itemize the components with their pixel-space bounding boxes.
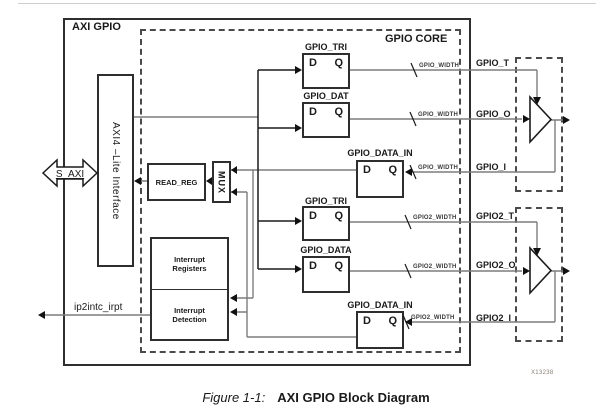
read-reg-block: READ_REG — [147, 163, 206, 201]
ff-q-label: Q — [334, 57, 343, 69]
iobuf-box-2 — [515, 207, 563, 342]
ff-d-label: D — [309, 57, 317, 69]
port-label-ip2intc-irpt: ip2intc_irpt — [74, 302, 123, 313]
bus-width-label-5: GPIO2_WIDTH — [413, 264, 457, 270]
ff-q-label: Q — [388, 315, 397, 327]
axi-gpio-title: AXI GPIO — [72, 21, 121, 33]
axi4-lite-interface-label: AXI4 –Lite Interface — [110, 121, 121, 220]
bus-width-label-2: GPIO_WIDTH — [418, 112, 459, 118]
ff6-gpio-data-in-box: D Q — [356, 311, 404, 349]
port-label-gpio2-i: GPIO2_I — [476, 313, 512, 323]
port-label-gpio-i: GPIO_I — [476, 162, 507, 172]
figure-number: X13238 — [531, 370, 554, 376]
ff-q-label: Q — [334, 260, 343, 272]
ff-q-label: Q — [334, 106, 343, 118]
bus-width-label-4: GPIO2_WIDTH — [413, 215, 457, 221]
ff5-gpio-data-box: D Q — [302, 256, 350, 293]
top-rule — [18, 3, 596, 4]
bus-width-label-6: GPIO2_WIDTH — [411, 315, 455, 321]
interrupt-registers-cell: Interrupt Registers — [152, 239, 227, 290]
bus-width-label-1: GPIO_WIDTH — [419, 63, 460, 69]
ff-d-label: D — [363, 315, 371, 327]
port-label-gpio2-t: GPIO2_T — [476, 211, 515, 221]
gpio-core-title: GPIO CORE — [385, 33, 448, 45]
ff-q-label: Q — [388, 164, 397, 176]
axi4-lite-interface-block: AXI4 –Lite Interface — [97, 74, 134, 267]
interrupt-detection-cell: Interrupt Detection — [172, 305, 207, 324]
interrupt-block: Interrupt Registers Interrupt Detection — [150, 237, 229, 341]
mux-label: MUX — [216, 170, 227, 194]
bus-width-label-3: GPIO_WIDTH — [418, 165, 459, 171]
ff5-title: GPIO_DATA — [300, 245, 352, 255]
port-label-gpio-o: GPIO_O — [476, 109, 511, 119]
ff1-gpio-tri-box: D Q — [302, 53, 350, 89]
ff3-gpio-data-in-box: D Q — [356, 160, 404, 198]
ff-d-label: D — [309, 210, 317, 222]
port-label-gpio2-o: GPIO2_O — [476, 260, 516, 270]
ff-d-label: D — [309, 106, 317, 118]
ff-d-label: D — [363, 164, 371, 176]
ff2-gpio-dat-box: D Q — [302, 102, 350, 138]
read-reg-label: READ_REG — [155, 177, 198, 187]
port-label-gpio-t: GPIO_T — [476, 58, 510, 68]
ff1-title: GPIO_TRI — [304, 42, 347, 52]
mux-block: MUX — [212, 161, 231, 203]
iobuf-box-1 — [515, 57, 563, 192]
figure-caption: Figure 1-1: AXI GPIO Block Diagram — [16, 390, 600, 405]
ff3-title: GPIO_DATA_IN — [347, 148, 413, 158]
ff6-title: GPIO_DATA_IN — [347, 300, 413, 310]
figure-caption-title: AXI GPIO Block Diagram — [277, 390, 430, 405]
ff2-title: GPIO_DAT — [303, 91, 349, 101]
ff-q-label: Q — [334, 210, 343, 222]
figure-caption-label: Figure 1-1: — [202, 390, 266, 405]
ff4-title: GPIO_TRI — [304, 196, 347, 206]
ff-d-label: D — [309, 260, 317, 272]
ff4-gpio-tri-box: D Q — [302, 206, 350, 241]
